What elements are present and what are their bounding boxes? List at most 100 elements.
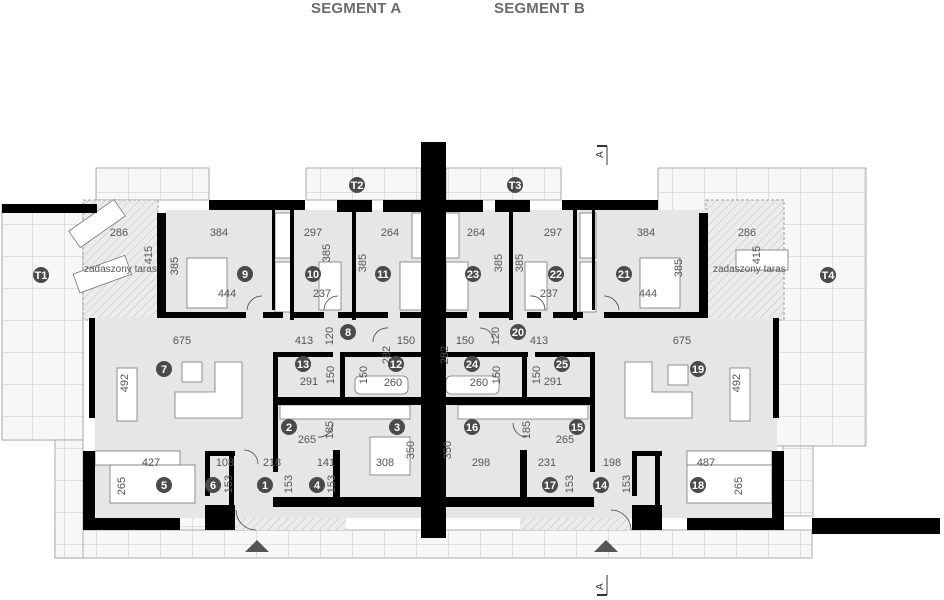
svg-text:15: 15: [571, 422, 583, 434]
dimension-label: 286: [110, 227, 128, 239]
dimension-label: 487: [697, 457, 715, 469]
door-swings: [235, 295, 632, 531]
svg-text:16: 16: [466, 422, 478, 434]
dimension-label: 297: [544, 227, 562, 239]
dimension-label: 298: [472, 457, 490, 469]
room-badge-3: 3: [389, 419, 405, 435]
dimension-label: 385: [673, 259, 685, 277]
dimension-label: 492: [119, 374, 131, 392]
terrace-badge-t1: T1: [33, 267, 49, 283]
dimension-label: 415: [751, 246, 763, 264]
svg-text:T3: T3: [509, 180, 522, 192]
dimension-label: 291: [544, 376, 562, 388]
svg-text:14: 14: [595, 480, 608, 492]
dimension-label: 150: [491, 366, 503, 384]
dimension-label: 675: [673, 335, 691, 347]
svg-text:17: 17: [544, 480, 556, 492]
covered-terrace-label-right: zadaszony taras: [713, 264, 786, 275]
svg-text:5: 5: [161, 480, 167, 492]
dimension-label: 185: [521, 421, 533, 439]
room-badge-8: 8: [340, 324, 356, 340]
dimension-label: 150: [531, 366, 543, 384]
svg-text:11: 11: [377, 269, 389, 281]
dimension-label: 265: [733, 477, 745, 495]
terrace-badge-t2: T2: [349, 177, 365, 193]
svg-text:T1: T1: [35, 270, 48, 282]
segment-b-title: SEGMENT B: [494, 0, 585, 17]
walls: [2, 142, 940, 538]
dimension-label: 120: [324, 327, 336, 345]
dimension-label: 264: [381, 227, 399, 239]
svg-text:18: 18: [692, 480, 704, 492]
room-badge-6: 6: [205, 477, 221, 493]
svg-text:1: 1: [262, 480, 268, 492]
svg-text:19: 19: [692, 364, 704, 376]
svg-text:22: 22: [550, 269, 562, 281]
dimension-label: 444: [639, 288, 657, 300]
room-badge-11: 11: [375, 266, 391, 282]
svg-text:3: 3: [394, 422, 400, 434]
dimension-label: 260: [384, 377, 402, 389]
room-badge-2: 2: [281, 419, 297, 435]
dimension-label: 291: [300, 376, 318, 388]
dimension-label: 108: [216, 457, 234, 469]
room-badge-21: 21: [616, 266, 632, 282]
room-badge-22: 22: [548, 266, 564, 282]
room-badge-24: 24: [464, 356, 480, 372]
dimension-label: 350: [405, 441, 417, 459]
svg-text:A: A: [595, 583, 606, 590]
dimension-label: 150: [456, 335, 474, 347]
room-badge-1: 1: [257, 477, 273, 493]
dimension-label: 675: [173, 335, 191, 347]
dimension-label: 385: [493, 254, 505, 272]
room-badge-7: 7: [156, 361, 172, 377]
svg-text:T4: T4: [822, 270, 836, 282]
svg-text:12: 12: [390, 359, 402, 371]
segment-a-title: SEGMENT A: [311, 0, 402, 17]
dimension-label: 350: [442, 441, 454, 459]
room-badge-19: 19: [690, 361, 706, 377]
dimension-label: 385: [514, 254, 526, 272]
svg-text:20: 20: [512, 327, 524, 339]
room-badge-23: 23: [465, 266, 481, 282]
svg-text:23: 23: [467, 269, 479, 281]
svg-text:8: 8: [345, 327, 351, 339]
dimension-label: 385: [169, 257, 181, 275]
dimension-label: 265: [116, 477, 128, 495]
dimension-label: 385: [357, 254, 369, 272]
dimension-label: 297: [304, 227, 322, 239]
room-badge-12: 12: [388, 356, 404, 372]
room-badge-16: 16: [464, 419, 480, 435]
dimension-label: 150: [397, 335, 415, 347]
room-badge-5: 5: [156, 477, 172, 493]
dimension-label: 153: [564, 475, 576, 493]
room-badge-20: 20: [510, 324, 526, 340]
svg-text:10: 10: [307, 269, 319, 281]
room-badge-18: 18: [690, 477, 706, 493]
dimension-label: 231: [538, 457, 556, 469]
dimension-label: 264: [467, 227, 485, 239]
dimension-label: 141: [317, 457, 335, 469]
dimension-label: 153: [223, 475, 235, 493]
terrace-badge-t3: T3: [507, 177, 523, 193]
dimension-label: 308: [376, 457, 394, 469]
entrance-arrow-a: [245, 540, 269, 552]
dimension-label: 153: [326, 475, 338, 493]
dimension-label: 218: [263, 457, 281, 469]
room-badge-15: 15: [569, 419, 585, 435]
dimension-label: 492: [731, 374, 743, 392]
section-marker-top: A: [595, 145, 608, 165]
entrance-arrow-b: [594, 540, 618, 552]
dimension-label: 413: [295, 335, 313, 347]
dimension-label: 120: [490, 327, 502, 345]
section-marker-bottom: A: [595, 575, 608, 596]
dimension-label: 413: [530, 335, 548, 347]
dimension-label: 153: [283, 475, 295, 493]
dimension-label: 150: [325, 366, 337, 384]
dimension-label: 286: [738, 227, 756, 239]
svg-text:A: A: [595, 151, 606, 158]
svg-text:24: 24: [466, 359, 479, 371]
